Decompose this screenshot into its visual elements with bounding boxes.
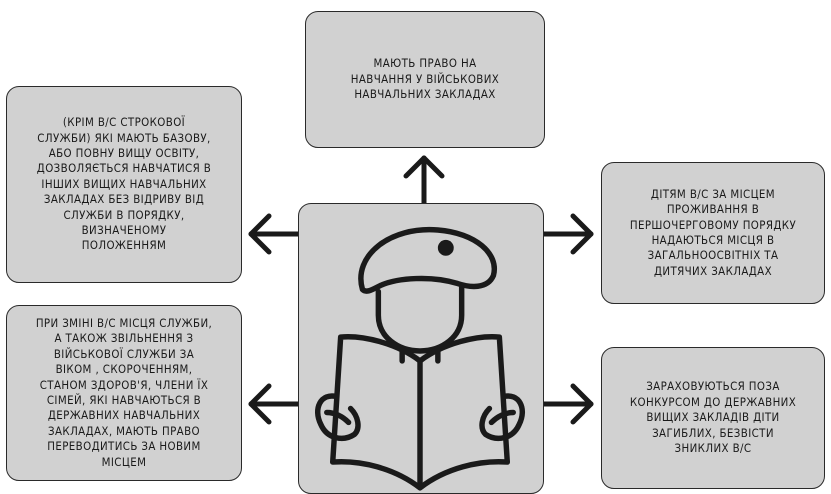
- soldier-reading-book-icon: [315, 226, 526, 491]
- right-hand-icon: [479, 393, 526, 442]
- box-noncompetitive-enrollment: ЗАРАХОВУЮТЬСЯ ПОЗА КОНКУРСОМ ДО ДЕРЖАВНИ…: [601, 347, 825, 489]
- box-left-upper-text: (КРІМ В/С СТРОКОВОЇ СЛУЖБИ) ЯКІ МАЮТЬ БА…: [36, 115, 212, 253]
- box-military-education-right: МАЮТЬ ПРАВО НА НАВЧАННЯ У ВІЙСЬКОВИХ НАВ…: [305, 11, 545, 148]
- arrow-up: [403, 155, 445, 206]
- box-children-priority-places: ДІТЯМ В/С ЗА МІСЦЕМ ПРОЖИВАННЯ В ПЕРШОЧЕ…: [601, 162, 825, 304]
- box-right-lower-text: ЗАРАХОВУЮТЬСЯ ПОЗА КОНКУРСОМ ДО ДЕРЖАВНИ…: [629, 379, 797, 456]
- left-hand-icon: [315, 393, 361, 442]
- arrow-right-upper: [541, 213, 594, 255]
- box-left-lower-text: ПРИ ЗМІНІ В/С МІСЦЯ СЛУЖБИ, А ТАКОЖ ЗВІЛ…: [35, 315, 213, 469]
- arrow-left-upper: [248, 213, 301, 255]
- arrow-left-lower: [248, 383, 301, 425]
- beret-icon: [358, 226, 498, 294]
- box-right-upper-text: ДІТЯМ В/С ЗА МІСЦЕМ ПРОЖИВАННЯ В ПЕРШОЧЕ…: [629, 186, 797, 278]
- head-icon: [375, 282, 465, 354]
- beret-badge-icon: [437, 239, 454, 256]
- center-panel: [298, 203, 544, 494]
- box-transfer-right: ПРИ ЗМІНІ В/С МІСЦЯ СЛУЖБИ, А ТАКОЖ ЗВІЛ…: [6, 305, 242, 481]
- arrow-right-lower: [541, 383, 594, 425]
- box-top-text: МАЮТЬ ПРАВО НА НАВЧАННЯ У ВІЙСЬКОВИХ НАВ…: [350, 56, 500, 102]
- box-study-without-leave: (КРІМ В/С СТРОКОВОЇ СЛУЖБИ) ЯКІ МАЮТЬ БА…: [6, 86, 242, 283]
